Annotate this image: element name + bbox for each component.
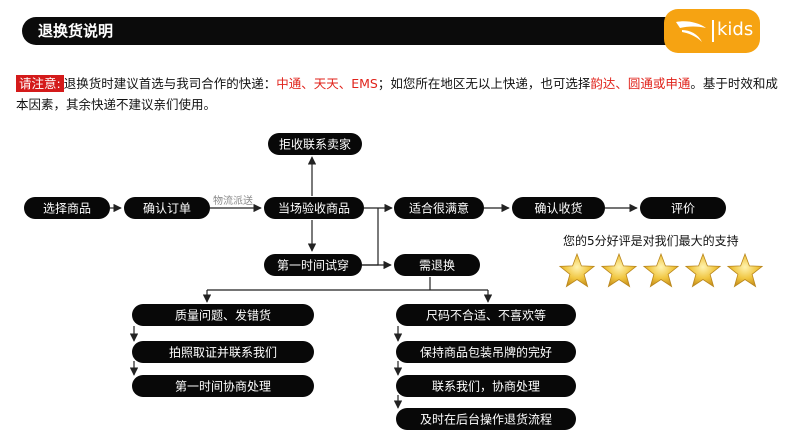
rating-stars [558,252,764,288]
notice-text-2: ；如您所在地区无以上快递，也可选择 [377,76,591,91]
node-right-2: 保持商品包装吊牌的完好 [396,341,576,363]
node-left-3: 第一时间协商处理 [132,375,314,397]
brand-logo: kids [664,9,760,53]
node-left-2: 拍照取证并联系我们 [132,341,314,363]
node-review: 评价 [640,197,726,219]
star-icon [726,252,764,288]
logo-divider [712,20,714,42]
node-review-label: 评价 [671,202,695,216]
star-icon [642,252,680,288]
page-title: 退换货说明 [38,22,114,40]
node-confirm-receipt: 确认收货 [512,197,605,219]
node-reject-contact-seller: 拒收联系卖家 [268,133,362,155]
right-branch-step-1: 尺码不合适、不喜欢等 [426,308,546,323]
branch-connector [207,277,488,291]
node-reject-label: 拒收联系卖家 [279,137,351,152]
node-right-3: 联系我们，协商处理 [396,375,576,397]
review-prompt: 您的5分好评是对我们最大的支持 [563,234,739,248]
logo-text: kids [717,19,754,40]
left-branch-step-1: 质量问题、发错货 [175,308,271,323]
node-confirm-receipt-label: 确认收货 [534,201,582,216]
logistics-label: 物流派送 [213,194,253,207]
node-left-1: 质量问题、发错货 [132,304,314,326]
star-icon [600,252,638,288]
node-select-label: 选择商品 [43,201,91,216]
node-confirm-order-label: 确认订单 [143,202,191,216]
node-right-4: 及时在后台操作退货流程 [396,408,576,430]
notice-label: 请注意: [16,75,64,92]
star-icon [558,252,596,288]
node-satisfied: 适合很满意 [394,197,484,219]
header-bar [22,17,672,45]
left-branch-step-2: 拍照取证并联系我们 [169,345,277,360]
node-inspect-goods: 当场验收商品 [264,197,364,219]
right-branch-step-4: 及时在后台操作退货流程 [420,412,552,427]
node-try-on-label: 第一时间试穿 [277,258,349,273]
node-confirm-order: 确认订单 [124,197,210,219]
node-select-product: 选择商品 [24,197,110,219]
right-branch-step-2: 保持商品包装吊牌的完好 [420,345,552,360]
brand-swoosh-icon [676,21,706,42]
node-need-return: 需退换 [394,254,480,276]
right-branch-step-3: 联系我们，协商处理 [432,379,540,394]
node-satisfied-label: 适合很满意 [409,201,469,216]
star-icon [684,252,722,288]
node-right-1: 尺码不合适、不喜欢等 [396,304,576,326]
arrow-tryon-to-satisfied [362,208,379,266]
left-branch-step-3: 第一时间协商处理 [175,379,271,394]
notice-preferred-couriers: 中通、天天、EMS [276,76,378,91]
notice-alternative-couriers: 韵达、圆通或申通 [590,76,691,91]
courier-notice: 请注意:退换货时建议首选与我司合作的快递：中通、天天、EMS；如您所在地区无以上… [16,73,778,115]
notice-text-3: 。基于时效和成本因素，其余快递不建议亲们使用。 [16,76,778,112]
notice-text-1: 退换货时建议首选与我司合作的快递： [63,76,277,91]
node-inspect-label: 当场验收商品 [278,201,350,216]
node-try-on: 第一时间试穿 [264,254,362,276]
node-need-return-label: 需退换 [419,259,455,273]
